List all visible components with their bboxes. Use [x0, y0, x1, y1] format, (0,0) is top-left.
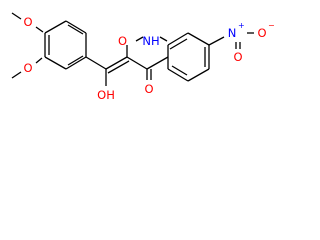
nitro-oxygen-label: O [257, 26, 266, 40]
nitro-nitrogen-label: N [228, 26, 237, 40]
chemical-structure-diagram: O O OH O O NH N + O − O [11, 12, 275, 102]
hydroxyl-label: OH [97, 88, 115, 102]
bond [11, 71, 22, 79]
bond [187, 68, 210, 82]
bond [126, 56, 148, 70]
bond [11, 12, 22, 20]
atom-labels: O O OH O O NH N + O − O [23, 15, 274, 102]
bond [65, 20, 87, 34]
bond [169, 38, 188, 50]
methoxy-oxygen-label: O [23, 61, 32, 75]
bond [67, 24, 84, 35]
bond [105, 56, 128, 70]
ketone-oxygen-label: O [144, 82, 153, 96]
bond [44, 20, 67, 34]
bond [187, 32, 210, 46]
bond [208, 36, 225, 46]
bonds [11, 12, 254, 86]
ring-nh-label: NH [142, 34, 159, 48]
bond [44, 56, 67, 70]
bond [35, 26, 44, 33]
bond [146, 56, 169, 70]
bond [171, 65, 188, 76]
bond [67, 55, 84, 66]
bond [167, 68, 189, 82]
methoxy-oxygen-label: O [23, 15, 32, 29]
nitro-nitrogen-charge: + [238, 21, 245, 30]
bond [107, 60, 130, 74]
nitro-oxygen-charge: − [268, 21, 275, 30]
nitro-oxygen-label: O [233, 50, 242, 64]
bond [85, 56, 107, 70]
lactam-oxygen-label: O [118, 34, 127, 48]
bond [159, 36, 168, 42]
bond [135, 36, 144, 42]
bond [167, 32, 189, 46]
bond [65, 56, 87, 70]
bond [35, 57, 43, 64]
